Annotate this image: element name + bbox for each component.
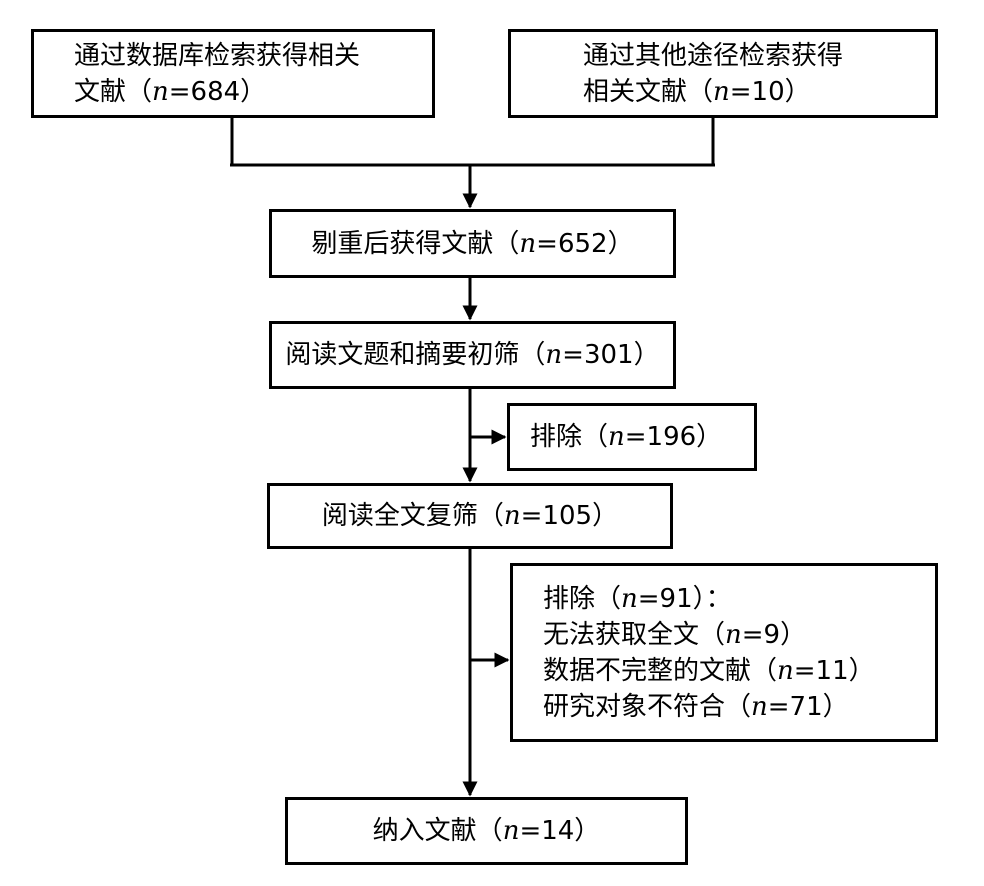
exclude-2-reason: 数据不完整的文献（n=11） [543, 655, 875, 686]
box-included: 纳入文献（n=14） [285, 797, 688, 865]
box-title-abstract-screen: 阅读文题和摘要初筛（n=301） [269, 321, 676, 389]
box-database-search: 通过数据库检索获得相关 文献（n=684） [31, 29, 435, 118]
exclude-2-reason: 研究对象不符合（n=71） [543, 691, 849, 722]
box-exclude-1: 排除（n=196） [507, 403, 757, 471]
box-fulltext-screen: 阅读全文复筛（n=105） [267, 483, 673, 549]
exclude-2-header: 排除（n=91）： [543, 583, 732, 614]
exclude-2-reason: 无法获取全文（n=9） [543, 619, 807, 650]
box-other-search: 通过其他途径检索获得 相关文献（n=10） [508, 29, 938, 118]
box-other-search-line2: 相关文献（n=10） [583, 76, 811, 107]
box-exclude-2: 排除（n=91）： 无法获取全文（n=9） 数据不完整的文献（n=11） 研究对… [510, 563, 938, 742]
box-database-search-line1: 通过数据库检索获得相关 [74, 40, 361, 71]
box-deduplicated: 剔重后获得文献（n=652） [269, 209, 676, 278]
box-database-search-line2: 文献（n=684） [74, 76, 267, 107]
box-other-search-line1: 通过其他途径检索获得 [583, 40, 844, 71]
